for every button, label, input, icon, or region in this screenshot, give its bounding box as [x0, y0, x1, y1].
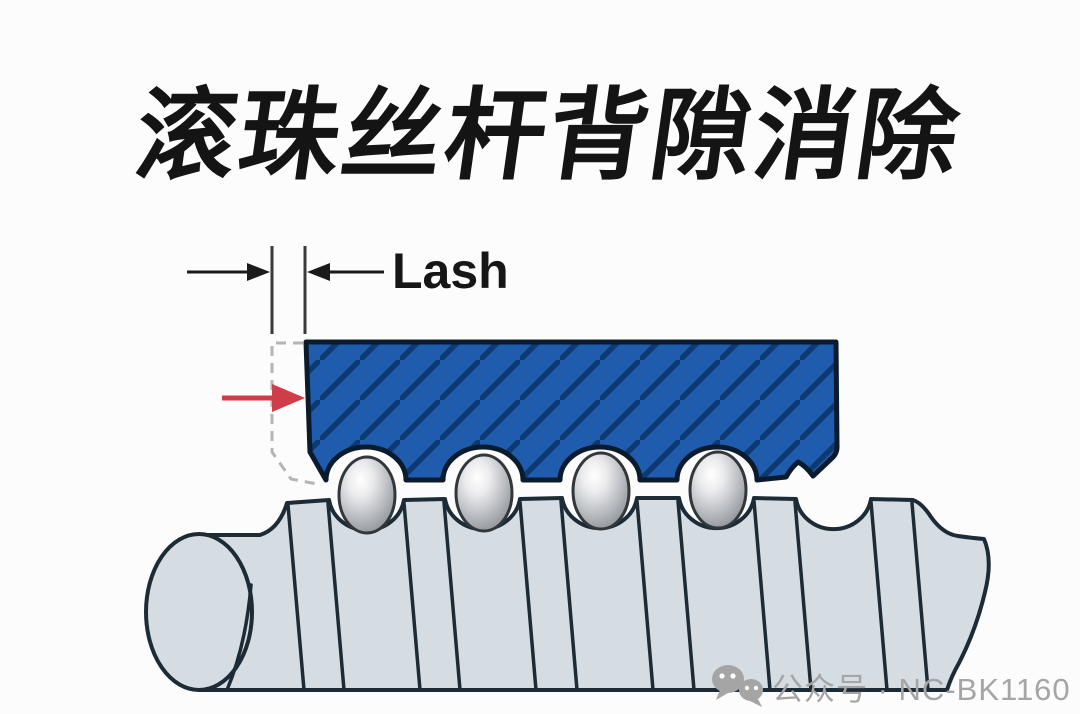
arrowhead-left-icon	[307, 263, 330, 281]
wechat-icon	[712, 665, 763, 707]
thread-face-lines	[225, 499, 930, 692]
arrowhead-right-icon	[247, 263, 270, 281]
lash-dimension: Lash	[187, 243, 509, 334]
nut-ghost-outline	[270, 341, 318, 486]
nut-hatching	[303, 339, 840, 483]
bearing-ball	[454, 453, 514, 533]
bearing-ball	[688, 450, 748, 530]
screw-shaft	[144, 496, 991, 692]
watermark-text: 公众号 · NC-BK1160	[772, 672, 1071, 707]
lash-label: Lash	[392, 243, 509, 299]
ball-nut	[303, 339, 840, 483]
bearing-ball	[571, 451, 631, 531]
force-arrow	[222, 384, 305, 412]
bearing-balls	[337, 450, 748, 535]
screw-end-face	[144, 532, 254, 692]
watermark: 公众号 · NC-BK1160	[712, 665, 1071, 707]
bearing-ball	[337, 455, 397, 535]
